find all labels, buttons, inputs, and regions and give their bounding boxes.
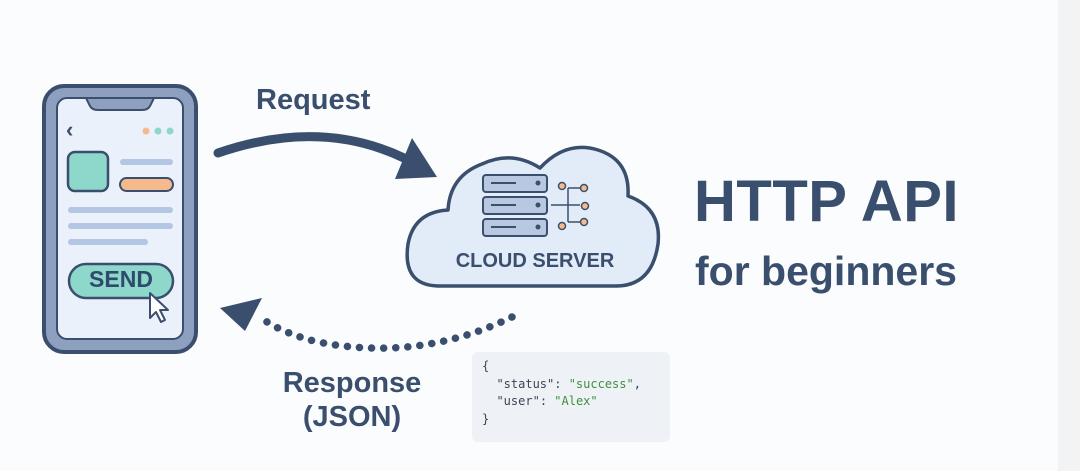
- cursor-icon: [149, 292, 169, 323]
- cloud-server-label: CLOUD SERVER: [455, 250, 615, 272]
- response-label-line1: Response: [282, 367, 422, 399]
- text-line: [120, 159, 173, 165]
- dot-orange-icon: [142, 127, 150, 135]
- dot-teal-icon: [154, 127, 162, 135]
- json-status-value: "success": [568, 376, 634, 391]
- page-subtitle: for beginners: [695, 248, 957, 294]
- page-title: HTTP API: [694, 169, 960, 234]
- right-edge-strip: [1058, 0, 1080, 471]
- network-node-icon: [551, 187, 580, 223]
- send-button-shape[interactable]: [67, 262, 175, 300]
- json-close-brace: }: [482, 411, 490, 426]
- node-dot-icon: [557, 181, 567, 191]
- response-label: Response (JSON): [262, 366, 442, 434]
- orange-pill: [119, 177, 174, 192]
- text-line: [68, 223, 173, 229]
- node-dot-icon: [557, 221, 567, 231]
- json-open-brace: {: [482, 359, 490, 373]
- text-line: [68, 239, 148, 245]
- phone-illustration: ‹: [42, 84, 198, 354]
- request-arrow: [213, 132, 437, 179]
- cloud-shape: [405, 145, 661, 288]
- cloud-server-illustration: [405, 145, 661, 288]
- response-arrow: [220, 298, 516, 352]
- dot-teal-icon-2: [166, 127, 174, 135]
- node-dot-icon: [580, 201, 590, 211]
- json-snippet: { "status": "success", "user": "Alex" }: [482, 359, 641, 426]
- json-snippet-box: [472, 352, 670, 442]
- text-line: [68, 207, 173, 213]
- phone-screen: [56, 97, 184, 340]
- send-button-label[interactable]: SEND: [89, 266, 153, 292]
- node-dot-icon: [579, 183, 589, 193]
- node-dot-icon: [579, 217, 589, 227]
- request-label: Request: [256, 84, 371, 116]
- json-status-key: "status": [496, 376, 555, 391]
- json-user-value: "Alex": [554, 394, 598, 408]
- phone-notch: [84, 97, 156, 111]
- back-chevron-icon[interactable]: ‹: [66, 117, 73, 142]
- response-label-line2: (JSON): [302, 401, 402, 433]
- json-user-key: "user": [496, 394, 540, 408]
- request-arrow-shaft: [213, 132, 409, 163]
- image-placeholder: [66, 150, 110, 193]
- request-arrow-head-icon: [395, 138, 437, 179]
- response-arrow-head-icon: [220, 298, 262, 331]
- response-arrow-dots: [260, 313, 516, 352]
